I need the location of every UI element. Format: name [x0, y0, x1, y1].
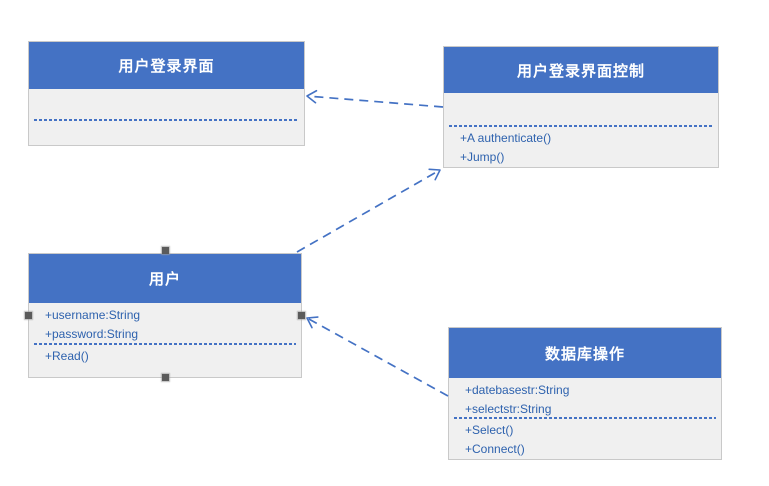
attributes-section: +datebasestr:String +selectstr:String [449, 378, 721, 417]
class-title-login-ui: 用户登录界面 [29, 42, 304, 89]
methods-section: +Select() +Connect() [449, 419, 721, 459]
class-box-login-ui[interactable]: 用户登录界面 [28, 41, 305, 146]
attribute-line: +selectstr:String [465, 402, 552, 416]
attributes-section: +username:String +password:String [29, 303, 301, 343]
method-line: +Select() [465, 423, 514, 437]
attribute-line: +datebasestr:String [465, 383, 570, 397]
connector-control-to-login-ui[interactable] [306, 89, 444, 108]
connector-db-ops-to-user[interactable] [306, 316, 449, 397]
class-box-login-ui-control[interactable]: 用户登录界面控制 +A authenticate() +Jump() [443, 46, 719, 168]
class-box-db-ops[interactable]: 数据库操作 +datebasestr:String +selectstr:Str… [448, 327, 722, 460]
method-line: +A authenticate() [460, 131, 552, 145]
connector-user-to-control[interactable] [296, 168, 441, 253]
method-line: +Connect() [465, 442, 525, 456]
class-box-user[interactable]: 用户 +username:String +password:String +Re… [28, 253, 302, 378]
section-divider [34, 119, 299, 121]
attribute-line: +username:String [45, 308, 141, 322]
class-title-db-ops: 数据库操作 [449, 328, 721, 378]
selection-handle-bottom[interactable] [162, 374, 169, 381]
selection-handle-left[interactable] [25, 312, 32, 319]
selection-handle-top[interactable] [162, 247, 169, 254]
method-line: +Jump() [460, 150, 505, 164]
selection-handle-right[interactable] [298, 312, 305, 319]
section-divider [449, 125, 713, 127]
attributes-section [29, 89, 304, 119]
method-line: +Read() [45, 349, 89, 363]
methods-section: +A authenticate() +Jump() [444, 127, 718, 167]
class-title-login-ui-control: 用户登录界面控制 [444, 47, 718, 93]
class-title-user: 用户 [29, 254, 301, 303]
methods-section [29, 121, 304, 145]
methods-section: +Read() [29, 345, 301, 377]
section-divider [454, 417, 716, 419]
attribute-line: +password:String [45, 327, 139, 341]
section-divider [34, 343, 296, 345]
attributes-section [444, 93, 718, 125]
